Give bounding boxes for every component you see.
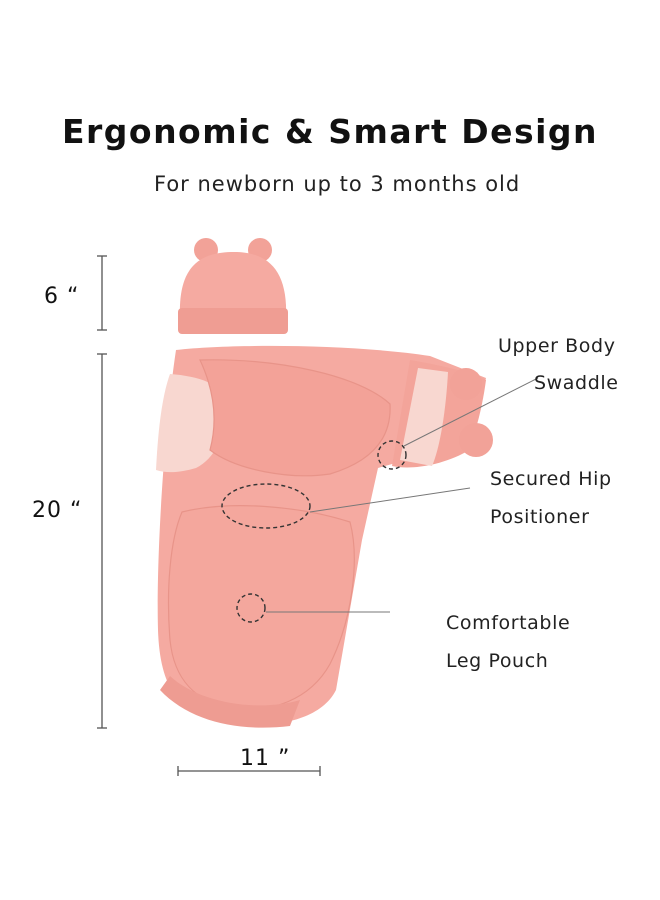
leg-callout-line1: Comfortable: [446, 612, 571, 634]
upper-body-marker: [377, 440, 407, 470]
page-subtitle: For newborn up to 3 months old: [154, 172, 521, 196]
hat-height-dimension: [97, 255, 107, 331]
swaddle-body: [156, 345, 493, 728]
callout-leader-lines: [266, 377, 539, 613]
callout-markers: [221, 440, 407, 623]
leg-callout-line2: Leg Pouch: [446, 650, 549, 672]
bear-hat: [178, 238, 288, 334]
upper-body-callout-line1: Upper Body: [498, 335, 616, 357]
swaddle-leg-pouch: [167, 505, 355, 710]
body-length-dimension: [97, 353, 107, 729]
swaddle-ear-lower: [459, 423, 493, 457]
width-label: 11 ”: [240, 746, 291, 771]
page-title: Ergonomic & Smart Design: [61, 112, 599, 151]
hat-height-label: 6 “: [44, 284, 80, 309]
swaddle-ear-upper: [450, 368, 482, 400]
width-dimension: [177, 766, 321, 776]
hip-callout-line1: Secured Hip: [490, 468, 612, 490]
hip-marker: [221, 483, 311, 529]
swaddle-lining-left: [156, 374, 227, 473]
upper-body-callout-line2: Swaddle: [534, 372, 619, 394]
body-length-label: 20 “: [32, 498, 83, 523]
swaddle-bottom-fold: [160, 676, 300, 728]
leg-marker: [236, 593, 266, 623]
swaddle-upper-flap: [199, 359, 391, 477]
hip-callout-line2: Positioner: [490, 506, 590, 528]
